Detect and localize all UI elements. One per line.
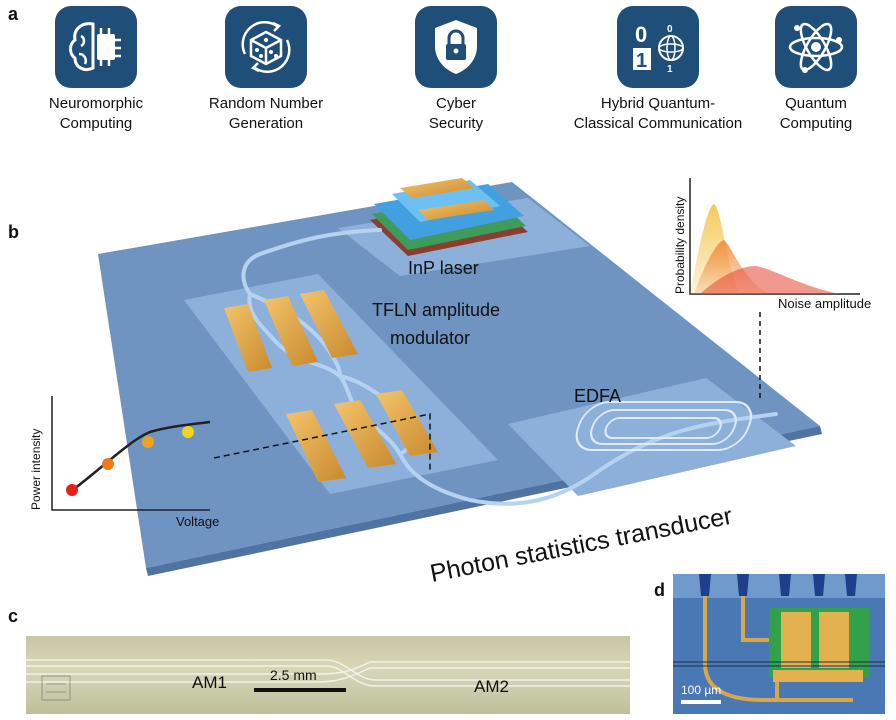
app-random-number: Random Number Generation bbox=[186, 6, 346, 134]
edfa-label: EDFA bbox=[574, 386, 621, 406]
noise-axis-label: Noise amplitude bbox=[778, 296, 871, 311]
micrograph-modulators: AM1 AM2 2.5 mm bbox=[26, 636, 630, 714]
bit-zero: 0 bbox=[635, 22, 647, 47]
modulator-label-line2: modulator bbox=[390, 328, 470, 348]
app-label-line2: Generation bbox=[228, 115, 304, 132]
chip-substrate bbox=[98, 182, 820, 568]
am1-label: AM1 bbox=[192, 673, 227, 692]
scale-bar-c bbox=[254, 688, 346, 692]
scale-bar-label-c: 2.5 mm bbox=[270, 667, 317, 683]
micrograph-device: 100 µm bbox=[673, 574, 885, 714]
am2-label: AM2 bbox=[474, 677, 509, 696]
laser-pad-top bbox=[400, 178, 474, 198]
curve-point-red bbox=[66, 484, 78, 496]
app-label-line1: Cyber bbox=[435, 95, 476, 112]
panel-label-a: a bbox=[8, 4, 19, 24]
shield-lock-icon bbox=[415, 6, 497, 88]
laser-pad-bottom bbox=[418, 200, 494, 220]
modulator-electrodes bbox=[224, 290, 438, 482]
modulator-label-line1: TFLN amplitude bbox=[372, 300, 500, 320]
probability-density-inset: Noise amplitude Probability density bbox=[673, 178, 871, 311]
power-voltage-inset: Voltage Power intensity bbox=[29, 396, 219, 529]
device-schematic: InP laser TFLN amplitude modulator EDFA … bbox=[29, 178, 871, 588]
panel-label-d: d bbox=[654, 580, 665, 600]
atom-icon bbox=[775, 6, 857, 88]
panel-label-c: c bbox=[8, 606, 19, 626]
app-neuromorphic: Neuromorphic Computing bbox=[16, 6, 176, 134]
bit-one: 1 bbox=[636, 50, 647, 72]
curve-point-amber bbox=[142, 436, 154, 448]
laser-label: InP laser bbox=[408, 258, 479, 278]
probability-axis-label: Probability density bbox=[673, 197, 687, 294]
brain-chip-icon bbox=[55, 6, 137, 88]
app-label-line1: Random Number bbox=[208, 95, 324, 112]
app-label-line2: Security bbox=[428, 115, 484, 132]
curve-point-orange bbox=[102, 458, 114, 470]
dice-icon bbox=[225, 6, 307, 88]
qubit-one: 1 bbox=[667, 64, 673, 75]
edfa-spiral bbox=[575, 401, 753, 451]
curve-point-yellow bbox=[182, 426, 194, 438]
scale-bar-label-d: 100 µm bbox=[681, 683, 721, 697]
app-label-line1: Neuromorphic bbox=[48, 95, 144, 112]
app-label-line2: Classical Communication bbox=[573, 115, 743, 132]
app-label-line1: Quantum bbox=[785, 95, 847, 112]
power-axis-label: Power intensity bbox=[29, 429, 43, 510]
app-label-line1: Hybrid Quantum- bbox=[600, 95, 716, 112]
scale-bar-d bbox=[681, 700, 721, 704]
panel-label-b: b bbox=[8, 222, 19, 242]
app-label-line2: Computing bbox=[59, 115, 133, 132]
voltage-axis-label: Voltage bbox=[176, 514, 219, 529]
qubit-bits-icon: 0 1 0 1 bbox=[617, 6, 699, 88]
app-cyber-security: Cyber Security bbox=[376, 6, 536, 134]
leader-line-left bbox=[213, 413, 431, 470]
app-quantum-computing: Quantum Computing bbox=[736, 6, 896, 134]
app-hybrid-communication: 0 1 0 1 Hybrid Quantum- Classical Commun… bbox=[548, 6, 768, 134]
qubit-zero: 0 bbox=[667, 24, 673, 35]
app-label-line2: Computing bbox=[779, 115, 853, 132]
